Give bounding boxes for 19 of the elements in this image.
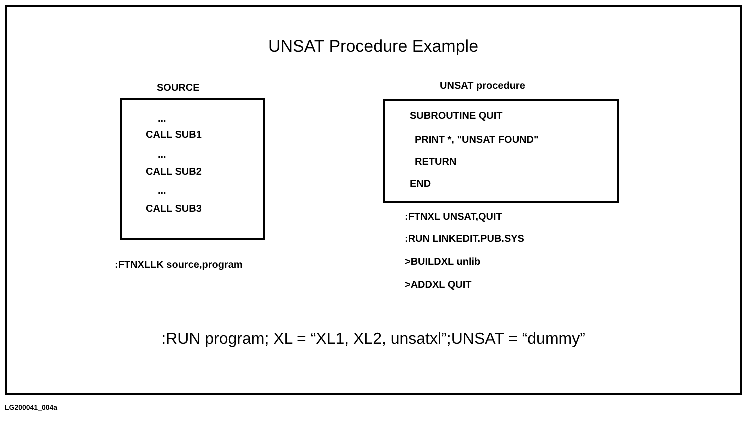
code-line: ... bbox=[158, 113, 166, 127]
command-text: >BUILDXL unlib bbox=[405, 256, 481, 270]
code-line: CALL SUB1 bbox=[146, 129, 202, 143]
code-line: ... bbox=[158, 185, 166, 199]
command-text: >ADDXL QUIT bbox=[405, 279, 472, 293]
code-line: CALL SUB3 bbox=[146, 203, 202, 217]
box-heading: SOURCE bbox=[157, 82, 200, 96]
command-text: :FTNXL UNSAT,QUIT bbox=[405, 211, 502, 225]
code-line: SUBROUTINE QUIT bbox=[410, 110, 503, 124]
code-line: PRINT *, "UNSAT FOUND" bbox=[415, 134, 539, 148]
box-heading: UNSAT procedure bbox=[440, 80, 526, 94]
command-text: :FTNXLLK source,program bbox=[115, 259, 243, 273]
command-text: :RUN program; XL = “XL1, XL2, unsatxl”;UNSAT = “dummy” bbox=[160, 330, 586, 350]
code-line: CALL SUB2 bbox=[146, 166, 202, 180]
command-text: :RUN LINKEDIT.PUB.SYS bbox=[405, 233, 524, 247]
diagram-title: UNSAT Procedure Example bbox=[267, 37, 480, 57]
code-line: RETURN bbox=[415, 156, 457, 170]
code-line: ... bbox=[158, 149, 166, 163]
code-line: END bbox=[410, 178, 432, 192]
